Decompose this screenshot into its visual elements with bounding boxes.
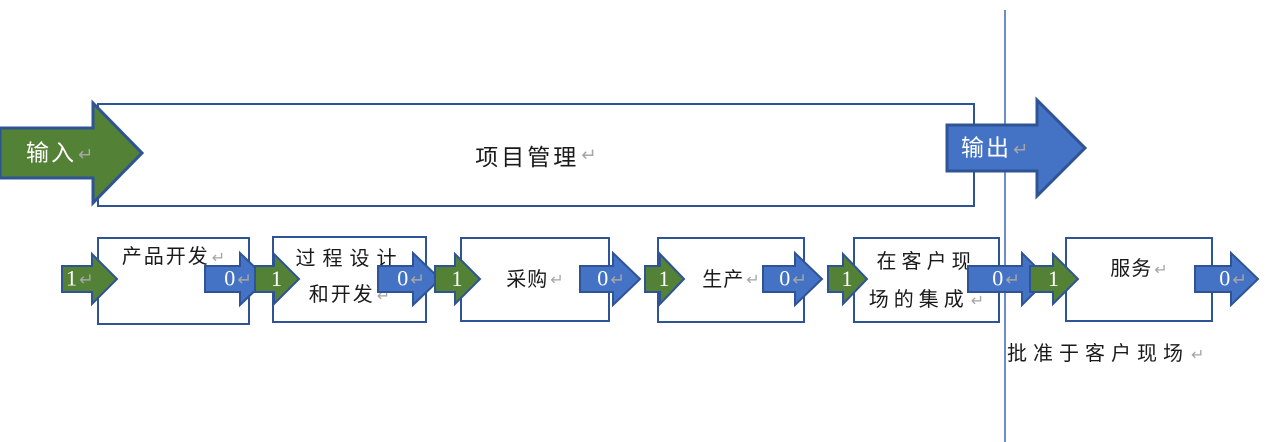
block-arrow-shape	[827, 251, 869, 307]
paragraph-mark-icon: ↵	[610, 270, 625, 291]
paragraph-mark-icon: ↵	[550, 269, 564, 289]
arrow-value-label: 0↵	[397, 265, 425, 291]
process-box-service[interactable]: 服务↵	[1065, 237, 1213, 322]
arrow-value-label: 1↵	[66, 265, 94, 291]
flow-arrow-green-1[interactable]: 1↵	[61, 251, 119, 307]
box-text: 采购	[506, 268, 549, 291]
arrow-value-label: 1	[271, 268, 282, 290]
box-label: 过程设计 和开发 ↵	[274, 238, 425, 314]
arrow-value-label: 1	[841, 268, 852, 290]
box-label: 生产↵	[659, 239, 803, 321]
arrow-value-label: 0↵	[1219, 265, 1247, 291]
output-arrow-label: 输出↵	[961, 136, 1028, 159]
block-arrow-shape	[644, 251, 686, 307]
arrow-value: 1	[270, 266, 282, 291]
paragraph-mark-icon: ↵	[79, 270, 94, 291]
arrow-value: 0	[597, 265, 609, 291]
flow-arrow-blue-0[interactable]: 0↵	[204, 250, 269, 308]
paragraph-mark-icon: ↵	[237, 270, 252, 291]
box-text: 产品开发	[121, 246, 210, 268]
block-arrow-shape	[762, 250, 824, 308]
page-divider-line[interactable]	[1004, 10, 1006, 442]
input-arrow-text: 输入	[26, 140, 76, 166]
flow-arrow-blue-0[interactable]: 0↵	[1194, 250, 1260, 308]
project-management-box[interactable]: 项目管理↵	[97, 103, 975, 207]
block-arrow-shape	[579, 250, 642, 308]
arrow-value: 0	[397, 265, 409, 291]
paragraph-mark-icon: ↵	[1191, 345, 1205, 364]
arrow-value: 1	[1047, 266, 1059, 291]
block-arrow-shape	[254, 251, 301, 307]
flow-arrow-green-1[interactable]: 1	[434, 251, 482, 307]
box-text-line2-wrap: 场的集成↵	[855, 281, 998, 320]
flow-arrow-green-1[interactable]: 1	[1029, 251, 1080, 307]
arrow-value: 1	[451, 266, 463, 291]
paragraph-mark-icon: ↵	[1232, 270, 1247, 291]
output-arrow-text: 输出	[961, 135, 1011, 161]
box-label: 服务↵	[1067, 239, 1211, 283]
arrow-value-label: 0↵	[597, 265, 625, 291]
block-arrow-shape	[0, 99, 145, 207]
paragraph-mark-icon: ↵	[970, 291, 985, 310]
process-box-product-development[interactable]: 产品开发↵	[97, 237, 250, 325]
paragraph-mark-icon: ↵	[746, 270, 760, 289]
arrow-value: 0	[992, 265, 1004, 291]
flow-arrow-green-1[interactable]: 1	[827, 251, 869, 307]
box-label: 在客户现 场的集成↵	[855, 239, 998, 320]
block-arrow-shape	[204, 250, 269, 308]
flow-arrow-blue-0[interactable]: 0↵	[579, 250, 642, 308]
paragraph-mark-icon: ↵	[792, 270, 807, 291]
paragraph-mark-icon: ↵	[581, 144, 597, 166]
output-arrow[interactable]: 输出↵	[945, 96, 1088, 200]
arrow-value-label: 0↵	[224, 265, 252, 291]
box-text-line1: 过程设计	[295, 248, 404, 270]
block-arrow-shape	[945, 96, 1088, 200]
box-text-line1: 在客户现	[876, 251, 977, 273]
box-text-line2: 和开发	[308, 284, 375, 306]
arrow-value-label: 1	[451, 268, 462, 290]
input-arrow[interactable]: 输入↵	[0, 99, 145, 207]
arrow-value: 0	[224, 265, 236, 291]
box-label: 产品开发↵	[99, 239, 248, 271]
box-text: 服务	[1110, 258, 1153, 280]
arrow-value: 1	[658, 266, 670, 291]
paragraph-mark-icon: ↵	[78, 144, 94, 166]
paragraph-mark-icon: ↵	[410, 270, 425, 291]
flow-arrow-blue-0[interactable]: 0↵	[377, 250, 442, 308]
block-arrow-shape	[61, 251, 119, 307]
flow-arrow-green-1[interactable]: 1	[644, 251, 686, 307]
arrow-value: 1	[841, 266, 853, 291]
footnote[interactable]: 批准于客户现场↵	[1007, 341, 1204, 368]
arrow-value-label: 0↵	[779, 265, 807, 291]
arrow-value: 0	[1219, 265, 1231, 291]
flow-arrow-blue-0[interactable]: 0↵	[762, 250, 824, 308]
box-label: 采购↵	[462, 239, 608, 320]
box-text: 生产	[702, 269, 745, 291]
footnote-text: 批准于客户现场	[1007, 343, 1189, 365]
paragraph-mark-icon: ↵	[1013, 139, 1029, 161]
block-arrow-shape	[1194, 250, 1260, 308]
input-arrow-label: 输入↵	[26, 141, 93, 164]
arrow-value: 1	[66, 265, 77, 291]
arrow-value-label: 0↵	[992, 265, 1020, 291]
project-management-text: 项目管理	[475, 145, 580, 170]
flow-arrow-green-1[interactable]: 1	[254, 251, 301, 307]
project-management-label: 项目管理↵	[99, 105, 973, 205]
paragraph-mark-icon: ↵	[1005, 270, 1020, 291]
paragraph-mark-icon: ↵	[1154, 260, 1168, 279]
box-text-line2: 场的集成	[868, 289, 969, 311]
block-arrow-shape	[377, 250, 442, 308]
block-arrow-shape	[434, 251, 482, 307]
block-arrow-shape	[1029, 251, 1080, 307]
paragraph-mark-icon: ↵	[211, 248, 226, 267]
arrow-value-label: 1	[658, 268, 669, 290]
flow-arrow-blue-0[interactable]: 0↵	[967, 250, 1050, 308]
arrow-value-label: 1	[1048, 268, 1059, 290]
arrow-value: 0	[779, 265, 791, 291]
